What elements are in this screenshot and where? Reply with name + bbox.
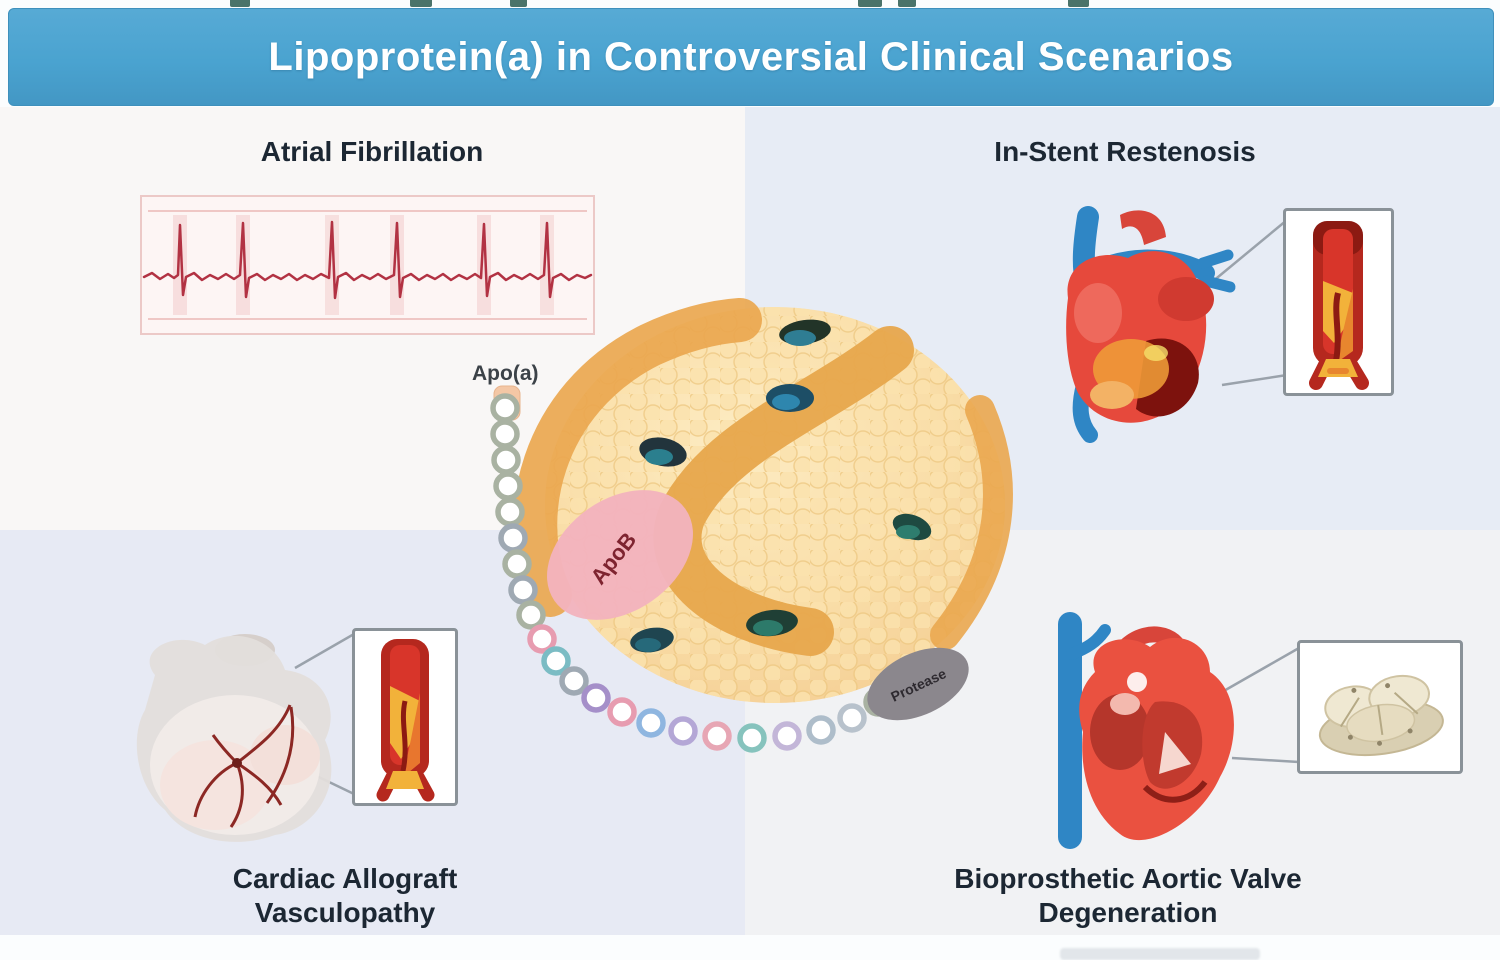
- top-edge-mark: [410, 0, 432, 7]
- heading-atrial-fibrillation: Atrial Fibrillation: [260, 136, 484, 167]
- title-banner: Lipoprotein(a) in Controversial Clinical…: [8, 8, 1494, 106]
- heading-in-stent-restenosis: In-Stent Restenosis: [994, 136, 1256, 167]
- page-title: Lipoprotein(a) in Controversial Clinical…: [268, 34, 1234, 79]
- phospholipid-texture: [545, 307, 1005, 703]
- heading-cav-line2: Vasculopathy: [254, 897, 436, 928]
- top-edge-mark: [1068, 0, 1089, 7]
- heart-allograft-icon: [136, 634, 332, 842]
- protease-domain-blob: [867, 647, 969, 721]
- bottom-edge-artifact: [1060, 948, 1260, 960]
- heading-bioprosthetic-valve: Bioprosthetic Aortic Valve Degeneration: [868, 862, 1388, 930]
- heading-cardiac-allograft-vasculopathy: Cardiac Allograft Vasculopathy: [95, 862, 595, 930]
- lipoprotein-particle-illustration: ApoB Apo(a) Protease: [472, 298, 1013, 753]
- inset-stent-restenosis: [1283, 208, 1394, 396]
- top-edge-mark: [898, 0, 916, 7]
- heading-bavd-line1: Bioprosthetic Aortic Valve: [954, 863, 1302, 894]
- heart-in-stent-restenosis-icon: [1066, 206, 1236, 443]
- inset-allograft-vasculopathy: [352, 628, 458, 806]
- cholesterol-blobs: [630, 319, 932, 653]
- inset-bioprosthetic-valve: [1297, 640, 1463, 774]
- top-edge-mark: [510, 0, 527, 7]
- apob-protein-blob: [547, 490, 693, 620]
- heart-cross-section-icon: [1058, 612, 1234, 849]
- heading-cav-line1: Cardiac Allograft: [232, 863, 458, 894]
- heading-bavd-line2: Degeneration: [1038, 897, 1218, 928]
- ecg-strip-icon: [140, 195, 595, 335]
- coronary-vessels: [193, 704, 295, 828]
- apoa-label: Apo(a): [472, 362, 539, 385]
- top-edge-mark: [230, 0, 250, 7]
- ecg-trace: [142, 220, 593, 300]
- top-edge-mark: [858, 0, 882, 7]
